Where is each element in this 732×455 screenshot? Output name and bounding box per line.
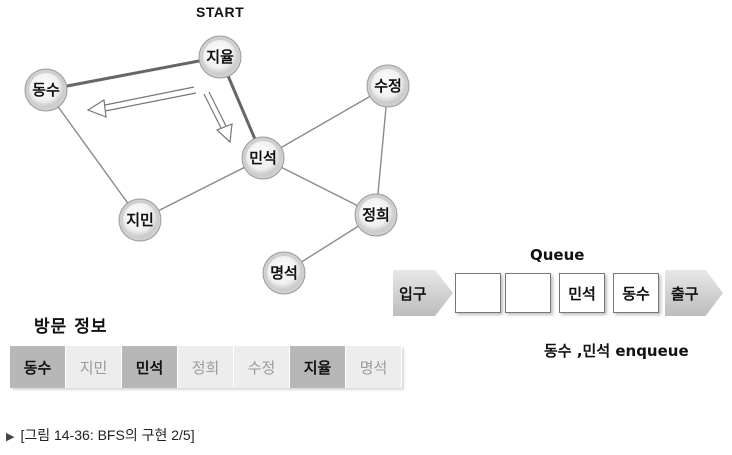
node-junghee: 정희 (354, 193, 398, 237)
queue-out-arrow: 출구 (665, 270, 723, 316)
edge-jimin-minseok (139, 157, 264, 221)
edges-layer (45, 55, 389, 274)
figure-caption: ▶ [그림 14-36: BFS의 구현 2/5] (6, 425, 195, 445)
node-label: 수정 (374, 77, 402, 95)
visit-cell-7: 명석 (346, 346, 402, 388)
visit-cell-6: 지율 (290, 346, 346, 388)
queue-cell: 민석 (559, 273, 605, 313)
triangle-bullet-icon: ▶ (6, 431, 15, 443)
visit-cell-4: 정희 (178, 346, 234, 388)
arrow-to-minseok-icon (203, 91, 233, 144)
node-minseok: 민석 (241, 136, 285, 180)
node-jimin: 지민 (118, 198, 162, 242)
queue: 입구 민석 동수 출구 (393, 270, 723, 316)
start-label: START (196, 4, 245, 20)
node-label: 지율 (206, 48, 234, 66)
node-sujeong: 수정 (366, 64, 410, 108)
visit-cell-5: 수정 (234, 346, 290, 388)
visit-cell-3: 민석 (122, 346, 178, 388)
node-label: 정희 (362, 206, 390, 224)
enqueue-text: 동수 ,민석 enqueue (544, 342, 689, 360)
caption-text: [그림 14-36: BFS의 구현 2/5] (20, 427, 195, 443)
queue-title: Queue (530, 246, 585, 264)
node-label: 동수 (32, 81, 60, 99)
node-label: 명석 (270, 264, 298, 282)
arrow-to-dongsu-icon (86, 86, 197, 118)
node-jiyul: 지율 (198, 35, 242, 79)
edge-dongsu-jimin (45, 89, 141, 221)
node-myungseok: 명석 (262, 251, 306, 295)
node-dongsu: 동수 (24, 68, 68, 112)
visit-info-title: 방문 정보 (34, 317, 108, 337)
traversal-arrows (86, 86, 233, 144)
queue-cell: 동수 (613, 273, 659, 313)
queue-in-arrow: 입구 (393, 270, 453, 316)
edge-minseok-sujeong (262, 85, 389, 159)
visit-cell-1: 동수 (10, 346, 66, 388)
visit-cell-2: 지민 (66, 346, 122, 388)
node-label: 지민 (126, 211, 154, 229)
queue-cell (455, 273, 501, 313)
edge-jiyul-dongsu (45, 55, 221, 92)
edge-sujeong-junghee (375, 85, 389, 216)
node-label: 민석 (249, 149, 277, 167)
queue-cell (505, 273, 551, 313)
